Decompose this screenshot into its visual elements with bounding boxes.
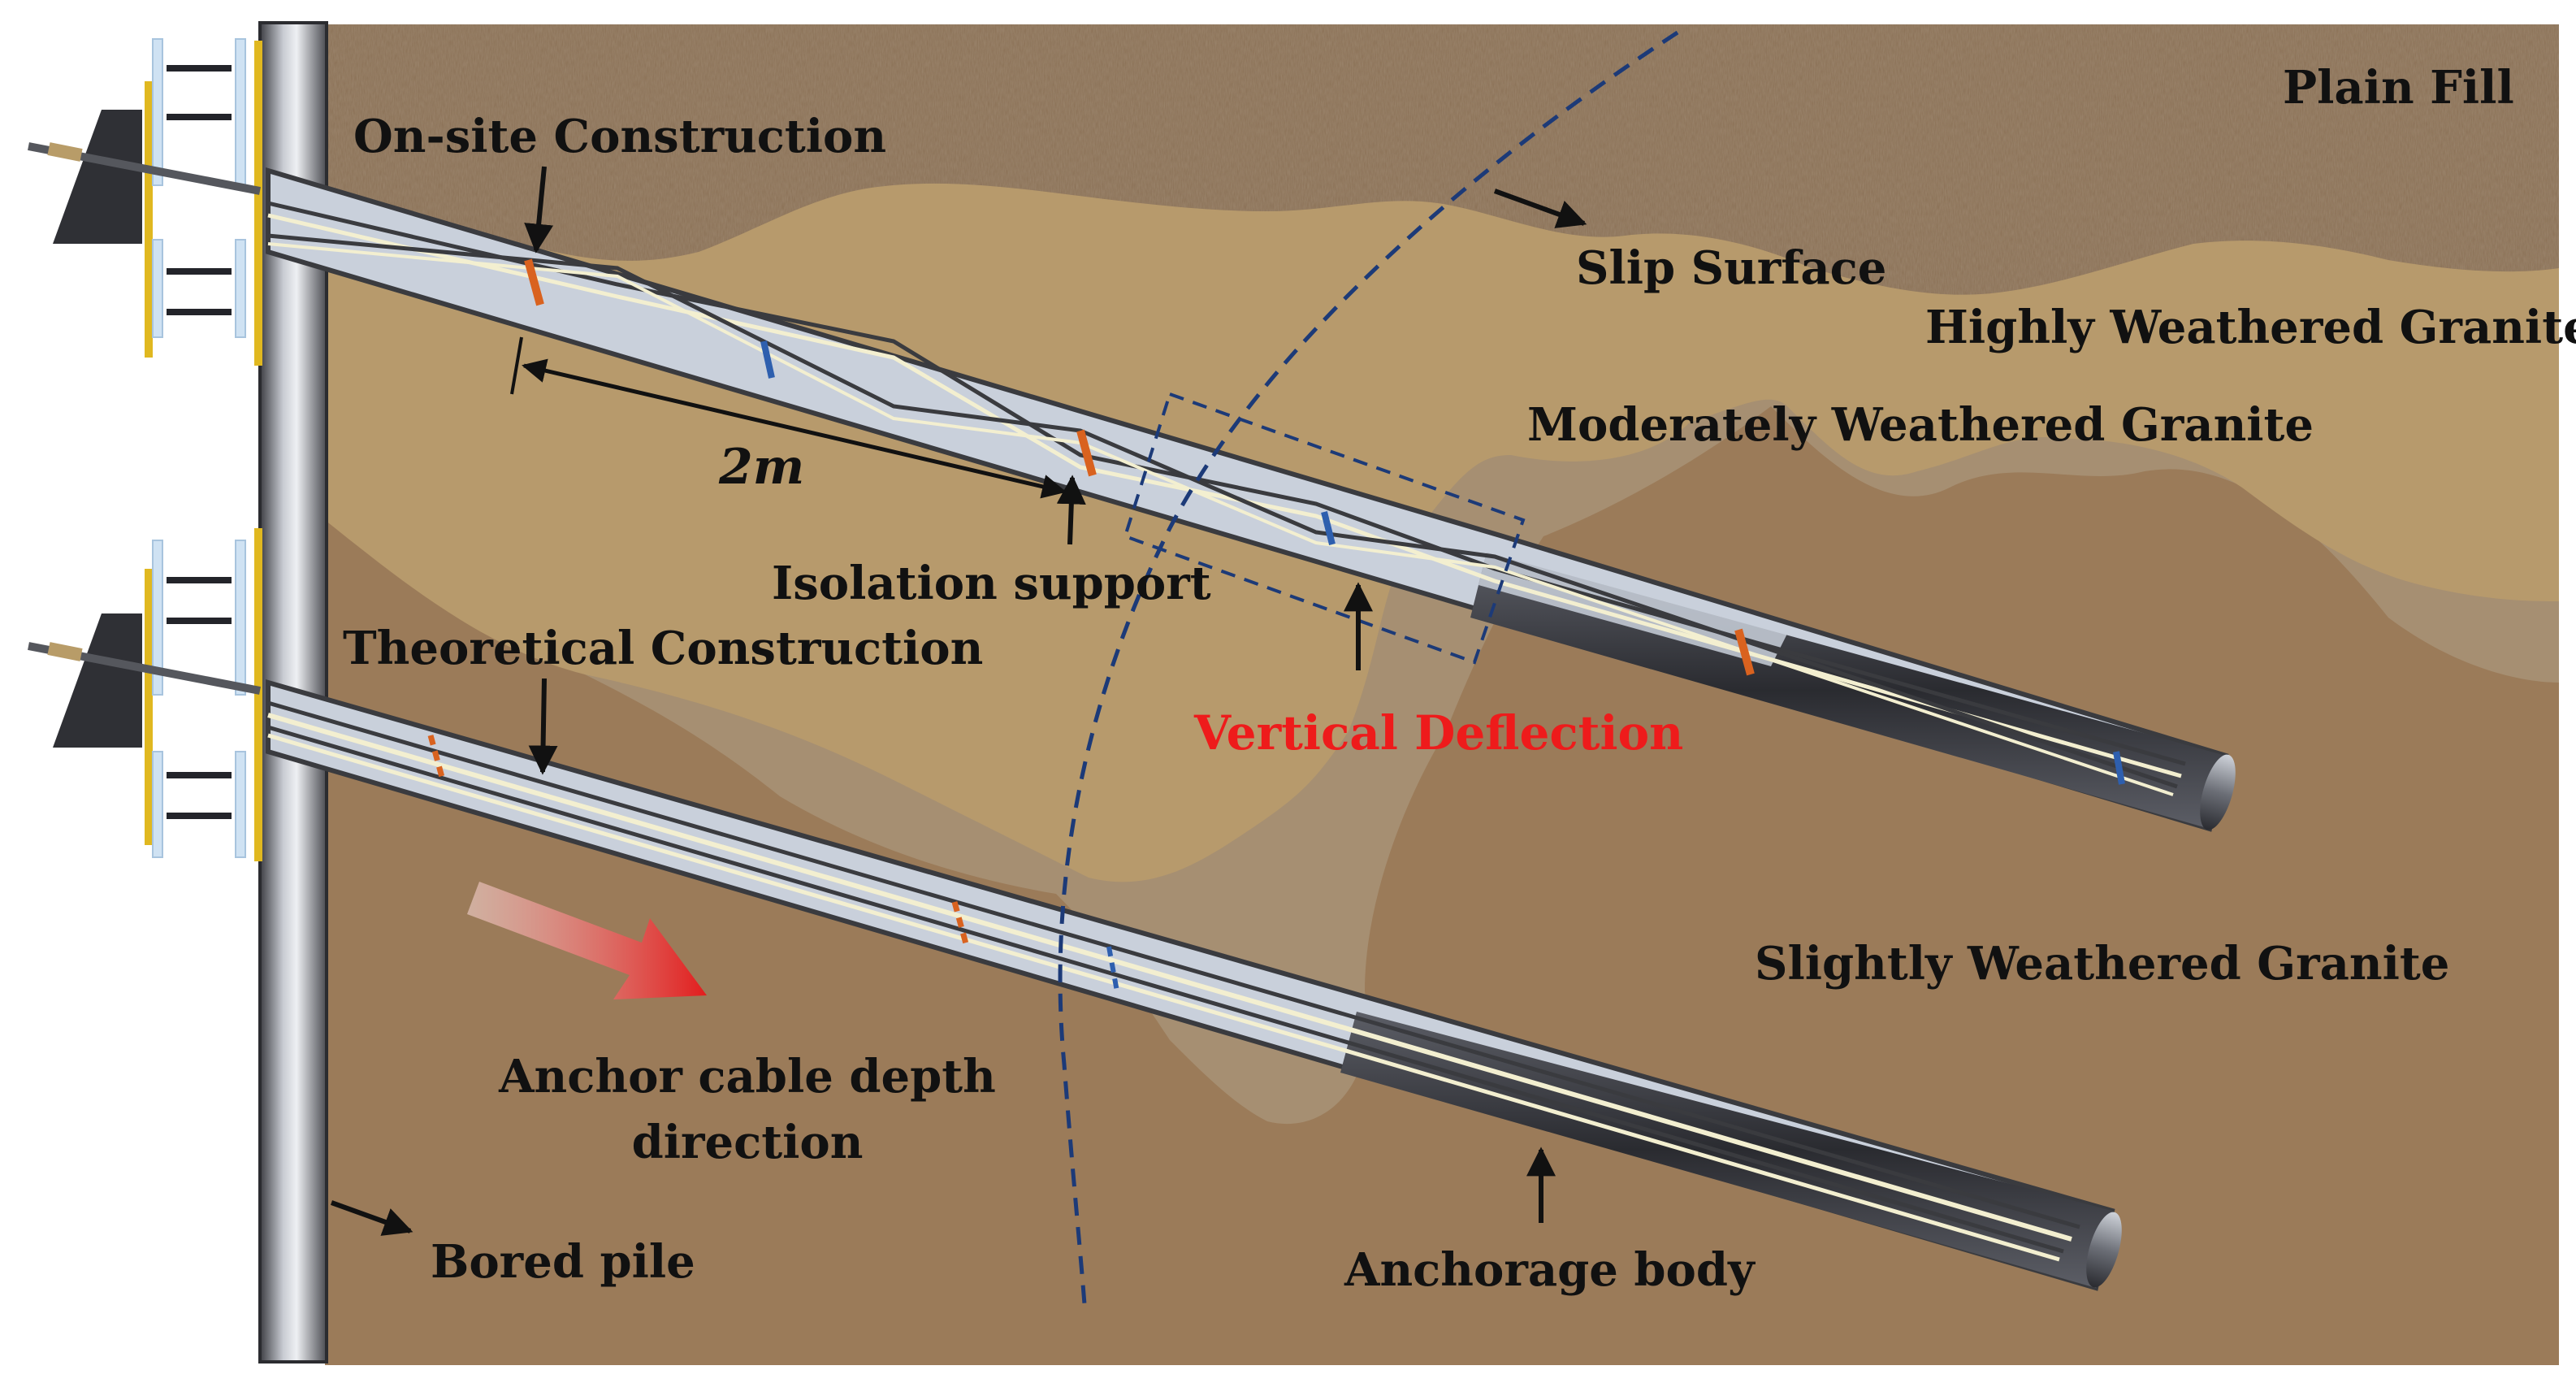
label-anchor-cable-depth-direction: Anchor cable depth direction	[499, 1050, 996, 1170]
dimension-2m-line	[522, 358, 1067, 499]
label-on-site-construction: On-site Construction	[353, 110, 887, 163]
label-highly-weathered-granite: Highly Weathered Granite	[1925, 301, 2576, 354]
isolation-support-pointer-arrow	[1056, 475, 1086, 545]
theoretical-anchor-cable	[266, 679, 2122, 1291]
dimension-tick	[510, 336, 523, 395]
on-site-pointer-arrow	[524, 166, 554, 254]
vertical-deflection-box	[1123, 392, 1526, 665]
bored-pile-pointer-arrow	[330, 1200, 413, 1236]
slip-surface-line	[1058, 30, 1679, 1305]
label-2m: 2m	[719, 439, 805, 496]
label-isolation-support: Isolation support	[772, 557, 1211, 610]
label-moderately-weathered-granite: Moderately Weathered Granite	[1527, 398, 2314, 452]
label-bored-pile: Bored pile	[431, 1235, 695, 1289]
depth-direction-arrow	[467, 882, 707, 999]
upper-anchor-head	[28, 38, 262, 366]
label-plain-fill: Plain Fill	[2283, 61, 2514, 115]
theoretical-pointer-arrow	[528, 678, 558, 775]
label-anchorage-body: Anchorage body	[1344, 1243, 1755, 1297]
highly-weathered-granite-layer	[325, 146, 2559, 882]
label-vertical-deflection: Vertical Deflection	[1194, 705, 1684, 761]
label-slip-surface: Slip Surface	[1576, 241, 1887, 295]
label-theoretical-construction: Theoretical Construction	[343, 622, 984, 675]
slip-surface-pointer-arrow	[1493, 189, 1587, 228]
on-site-anchor-cable	[266, 167, 2236, 832]
label-slightly-weathered-granite: Slightly Weathered Granite	[1755, 937, 2450, 991]
lower-anchor-head	[28, 528, 262, 861]
